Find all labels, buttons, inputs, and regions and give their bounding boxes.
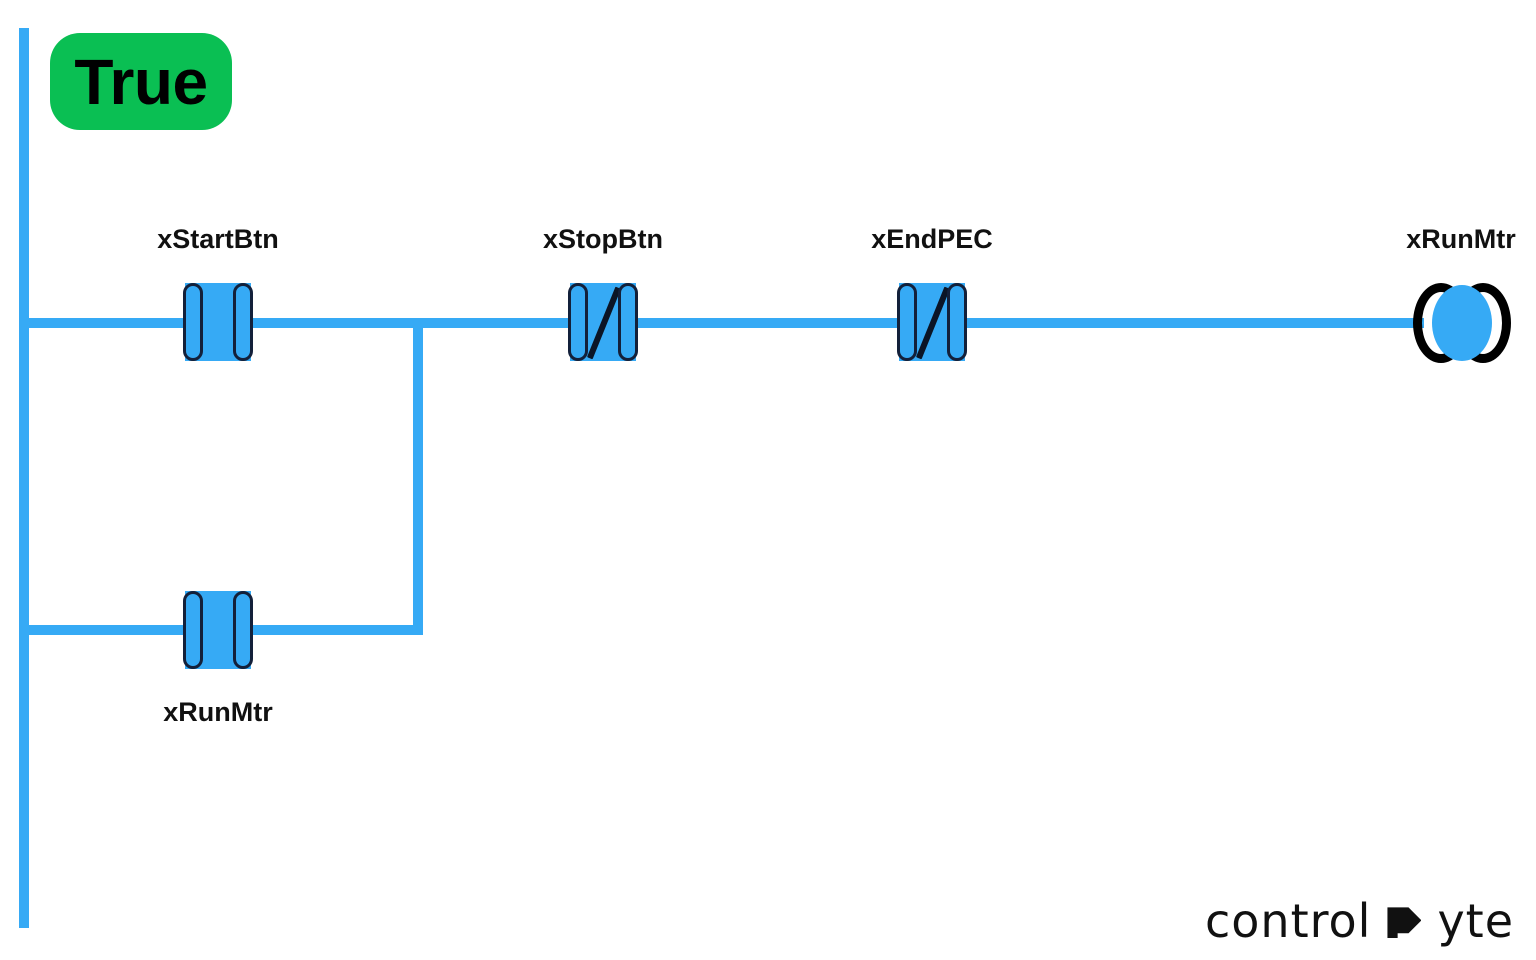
status-badge-label: True	[74, 45, 208, 118]
contact-left-bar	[183, 591, 203, 669]
logo-word-byte: yte	[1437, 894, 1514, 948]
contact-right-bar	[618, 283, 638, 361]
main-rung-wire	[19, 318, 1424, 328]
byte-b-mark-icon	[1387, 907, 1422, 938]
coil-xrunmtr[interactable]	[1413, 283, 1511, 363]
brand-logo: control yte	[1205, 898, 1514, 944]
label-xrunmtr-coil: xRunMtr	[1406, 224, 1516, 254]
contact-right-bar	[233, 591, 253, 669]
contact-xendpec[interactable]	[897, 283, 967, 361]
coil-energized-fill	[1432, 285, 1492, 361]
contact-xrunmtr-seal[interactable]	[183, 591, 253, 669]
label-xrunmtr-seal: xRunMtr	[163, 697, 273, 727]
contact-left-bar	[568, 283, 588, 361]
label-xendpec: xEndPEC	[871, 224, 993, 254]
contact-left-bar	[897, 283, 917, 361]
contact-xstopbtn[interactable]	[568, 283, 638, 361]
label-xstartbtn: xStartBtn	[157, 224, 279, 254]
status-badge-true: True	[50, 33, 232, 130]
label-xstopbtn: xStopBtn	[543, 224, 663, 254]
branch-vertical-connector	[413, 318, 423, 635]
contact-xstartbtn[interactable]	[183, 283, 253, 361]
left-power-rail	[19, 28, 29, 928]
contact-right-bar	[947, 283, 967, 361]
contact-left-bar	[183, 283, 203, 361]
logo-word-control: control	[1204, 894, 1372, 948]
contact-right-bar	[233, 283, 253, 361]
